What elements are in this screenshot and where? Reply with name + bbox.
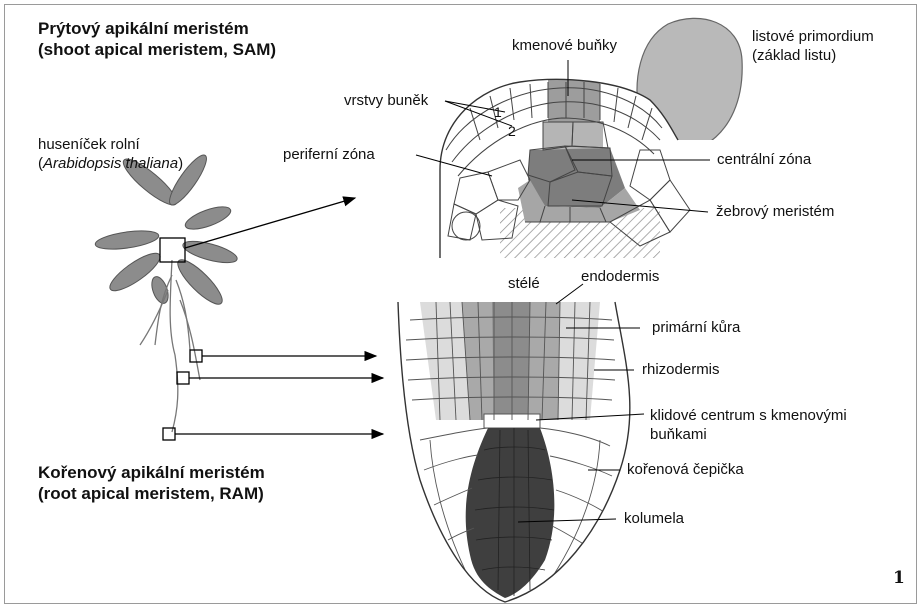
- label-cell-layers: vrstvy buněk: [344, 92, 428, 109]
- ram-diagram: [390, 298, 630, 608]
- sam-locator-box: [160, 238, 185, 262]
- latin-name-italic: Arabidopsis thaliana: [43, 155, 178, 172]
- plant-illustration: [94, 151, 239, 432]
- label-endodermis: endodermis: [581, 268, 659, 285]
- sam-title-line2: (shoot apical meristem, SAM): [38, 39, 276, 60]
- latin-close-paren: ): [178, 155, 183, 172]
- label-columella: kolumela: [624, 510, 684, 527]
- label-rhizodermis: rhizodermis: [642, 361, 720, 378]
- label-layer-2: 2: [508, 123, 516, 140]
- label-quiescent-center: klidové centrum s kmenovými buňkami: [650, 406, 847, 444]
- quiescent-center-line2: buňkami: [650, 425, 847, 444]
- ram-title-line1: Kořenový apikální meristém: [38, 462, 265, 483]
- sam-title-line1: Prýtový apikální meristém: [38, 18, 276, 39]
- page-number: 1: [893, 568, 905, 588]
- ram-locator-box-2: [177, 372, 189, 384]
- label-peripheral-zone: periferní zóna: [283, 146, 375, 163]
- label-stele: stélé: [508, 275, 540, 292]
- ram-title-line2: (root apical meristem, RAM): [38, 483, 265, 504]
- leaf-primordium-line2: (základ listu): [752, 46, 874, 65]
- label-rib-meristem: žebrový meristém: [716, 203, 834, 220]
- leaf-primordium-line1: listové primordium: [752, 27, 874, 46]
- ram-title: Kořenový apikální meristém (root apical …: [38, 462, 265, 504]
- label-layer-1: 1: [494, 104, 502, 121]
- label-root-cap: kořenová čepička: [627, 461, 744, 478]
- label-stem-cells: kmenové buňky: [512, 37, 617, 54]
- plant-common-name: huseníček rolní: [38, 135, 183, 154]
- label-leaf-primordium: listové primordium (základ listu): [752, 27, 874, 65]
- sam-title: Prýtový apikální meristém (shoot apical …: [38, 18, 276, 60]
- quiescent-center-line1: klidové centrum s kmenovými: [650, 406, 847, 425]
- label-central-zone: centrální zóna: [717, 151, 811, 168]
- plant-latin-name: (Arabidopsis thaliana): [38, 154, 183, 173]
- plant-name-label: huseníček rolní (Arabidopsis thaliana): [38, 135, 183, 173]
- label-primary-cortex: primární kůra: [652, 319, 740, 336]
